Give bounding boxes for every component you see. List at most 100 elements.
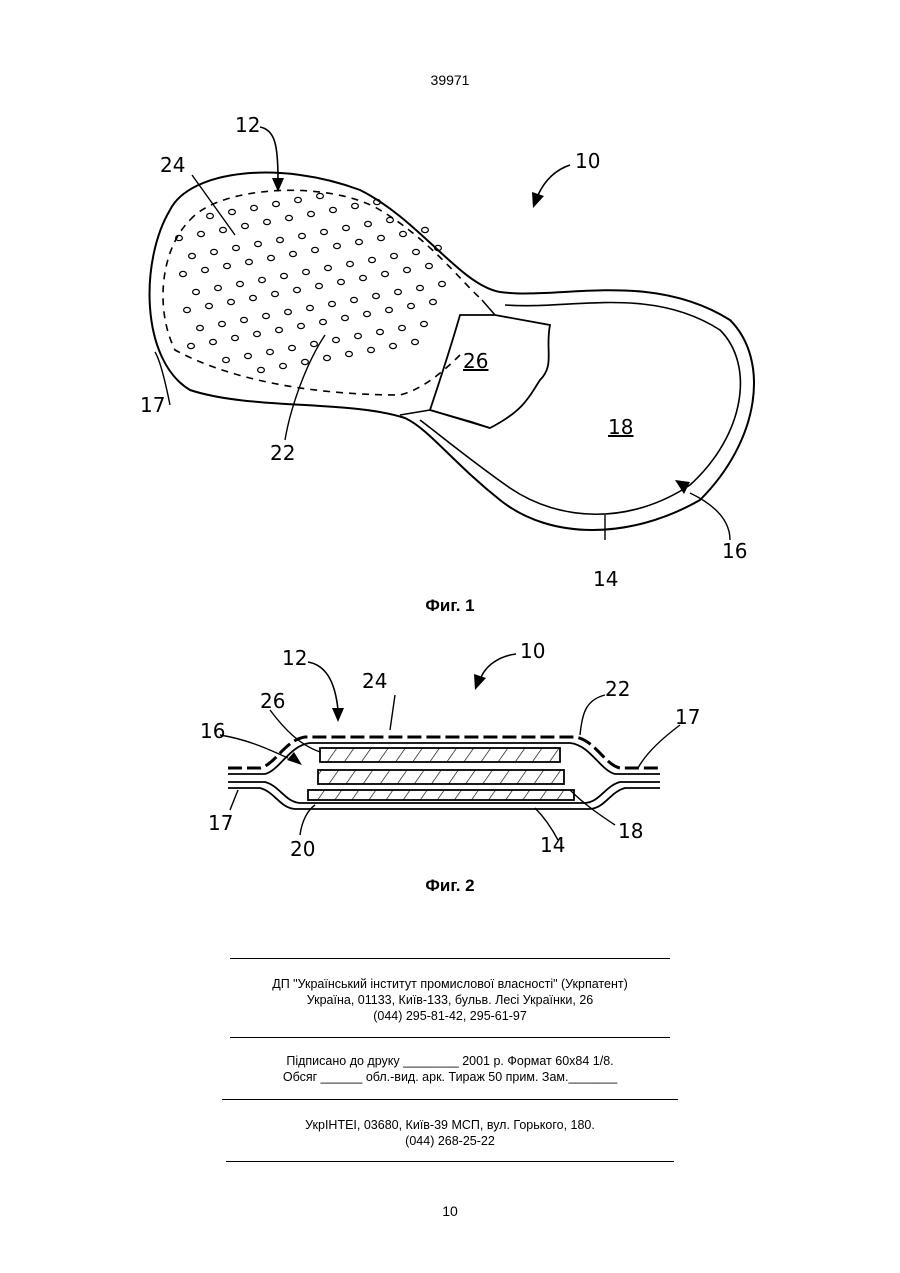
fig2-label-17-right: 17: [675, 705, 700, 729]
perforation-hole: [390, 343, 397, 348]
perforation-hole: [276, 327, 283, 332]
pad-outer-contour: [150, 173, 754, 530]
perforation-hole: [386, 307, 393, 312]
perforation-hole: [184, 307, 191, 312]
perforation-hole: [352, 203, 359, 208]
printer-phone: (044) 268-25-22: [0, 1133, 900, 1149]
perforation-hole: [391, 253, 398, 258]
perforation-hole: [308, 211, 315, 216]
printer-address: УкрІНТЕІ, 03680, Київ-39 МСП, вул. Горьк…: [0, 1117, 900, 1133]
perforation-hole: [229, 209, 236, 214]
fig2-label-10: 10: [520, 640, 545, 663]
divider-line: [226, 1161, 674, 1162]
perforation-hole: [439, 281, 446, 286]
perforation-hole: [255, 241, 262, 246]
perforation-hole: [413, 249, 420, 254]
fig2-label-24: 24: [362, 669, 387, 693]
perforation-hole: [303, 269, 310, 274]
perforation-hole: [395, 289, 402, 294]
perforation-hole: [286, 215, 293, 220]
perforation-hole: [211, 249, 218, 254]
fig2-label-14: 14: [540, 833, 565, 857]
seal-dashed-line: [163, 190, 480, 395]
perforation-hole: [342, 315, 349, 320]
figure-2-caption: Фиг. 2: [0, 876, 900, 896]
perforation-hole: [351, 297, 358, 302]
perforation-hole: [210, 339, 217, 344]
peeled-top-sheet: [430, 315, 550, 428]
perforation-hole: [325, 265, 332, 270]
perforation-hole: [404, 267, 411, 272]
perforation-hole: [294, 287, 301, 292]
perforation-hole: [281, 273, 288, 278]
perforation-hole: [343, 225, 350, 230]
fig1-label-26: 26: [463, 349, 488, 373]
perforation-hole: [430, 299, 437, 304]
perforation-hole: [267, 349, 274, 354]
perforation-hole: [232, 335, 239, 340]
perforation-hole: [364, 311, 371, 316]
perforation-hole: [330, 207, 337, 212]
perforation-hole: [245, 353, 252, 358]
perforation-hole: [329, 301, 336, 306]
perforation-hole: [258, 367, 265, 372]
perforation-hole: [280, 363, 287, 368]
perforation-hole: [228, 299, 235, 304]
fig1-label-14: 14: [593, 567, 618, 590]
fig2-label-22: 22: [605, 677, 630, 701]
perforation-hole: [264, 219, 271, 224]
perforation-hole: [333, 337, 340, 342]
fig2-label-17-left: 17: [208, 811, 233, 835]
perforation-hole: [321, 229, 328, 234]
perforation-hole: [298, 323, 305, 328]
perforation-hole: [312, 247, 319, 252]
perforation-hole: [188, 343, 195, 348]
perforation-hole: [317, 193, 324, 198]
perforation-hole: [277, 237, 284, 242]
fig2-label-18: 18: [618, 819, 643, 843]
perforation-hole: [241, 317, 248, 322]
pad-inner-contour: [420, 303, 740, 515]
perforation-hole: [198, 231, 205, 236]
perforation-hole: [426, 263, 433, 268]
perforation-hole: [250, 295, 257, 300]
fig1-label-17: 17: [140, 393, 165, 417]
perforation-hole: [263, 313, 270, 318]
perforation-hole: [368, 347, 375, 352]
perforation-hole: [268, 255, 275, 260]
figure-1-caption: Фиг. 1: [0, 596, 900, 616]
perforation-hole: [421, 321, 428, 326]
perforation-hole: [219, 321, 226, 326]
perforation-hole: [412, 339, 419, 344]
perforation-hole: [295, 197, 302, 202]
perforation-hole: [360, 275, 367, 280]
perforation-hole: [316, 283, 323, 288]
perforation-hole: [355, 333, 362, 338]
perforation-hole: [189, 253, 196, 258]
perforation-hole: [377, 329, 384, 334]
perforation-hole: [307, 305, 314, 310]
perforation-hole: [369, 257, 376, 262]
perforation-hole: [378, 235, 385, 240]
perforation-hole: [197, 325, 204, 330]
printer-block: УкрІНТЕІ, 03680, Київ-39 МСП, вул. Горьк…: [0, 1117, 900, 1149]
perforation-hole: [290, 251, 297, 256]
perforation-hole: [207, 213, 214, 218]
perforation-hole: [193, 289, 200, 294]
perforation-hole: [334, 243, 341, 248]
perforation-hole: [338, 279, 345, 284]
perforation-hole: [246, 259, 253, 264]
perforation-hole: [422, 227, 429, 232]
fig1-label-22: 22: [270, 441, 295, 465]
perforation-hole: [346, 351, 353, 356]
fig2-label-20: 20: [290, 837, 315, 861]
fig1-label-18: 18: [608, 415, 633, 439]
fig2-label-16: 16: [200, 719, 225, 743]
print-info-block: Підписано до друку ________ 2001 р. Форм…: [0, 1053, 900, 1085]
publisher-name: ДП "Український інститут промислової вла…: [0, 976, 900, 992]
perforation-hole: [202, 267, 209, 272]
perforation-hole: [382, 271, 389, 276]
divider-line: [222, 1099, 678, 1100]
perforation-hole: [242, 223, 249, 228]
perforation-hole: [206, 303, 213, 308]
